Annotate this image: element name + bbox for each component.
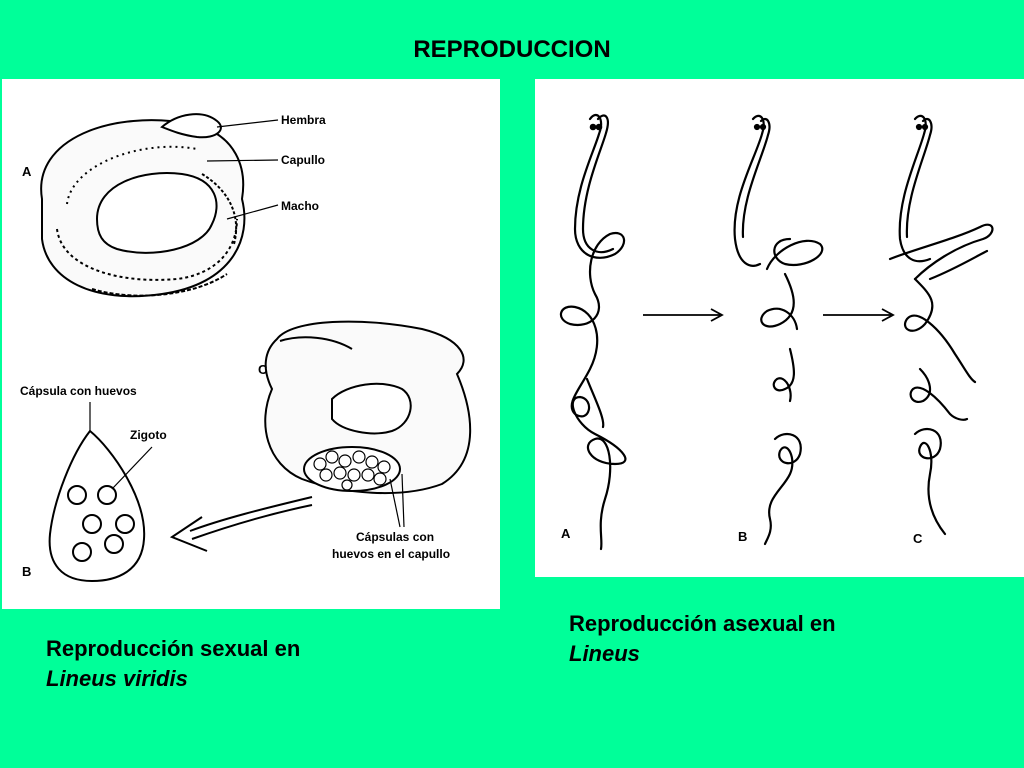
arrow-b-to-c — [823, 308, 895, 322]
figure-a-cocoon-drawing — [40, 113, 246, 298]
worm-b-drawing — [733, 114, 824, 546]
label-letter-b: B — [22, 564, 31, 579]
label-letter-c: C — [258, 362, 268, 377]
label-letter-b: B — [738, 529, 747, 544]
slide-title: REPRODUCCION — [413, 36, 611, 63]
asexual-reproduction-figure: A B C — [535, 79, 1024, 577]
figure-c-cocoon-drawing — [264, 320, 472, 495]
caption-sexual-reproduction: Reproducción sexual en Lineus viridis — [46, 634, 300, 694]
label-macho: Macho — [281, 199, 319, 213]
label-zigoto: Zigoto — [130, 428, 167, 442]
species-name-lineus-viridis: Lineus viridis — [46, 666, 188, 691]
sexual-reproduction-figure: Hembra Capullo Macho A C Cápsulas con hu… — [2, 79, 500, 609]
arrow-c-to-b — [169, 496, 313, 552]
caption-right-line2: Lineus — [569, 639, 836, 669]
caption-left-line2: Lineus viridis — [46, 664, 300, 694]
label-capsulas-line1: Cápsulas con — [356, 530, 434, 544]
worm-a-drawing — [559, 113, 627, 551]
label-letter-c: C — [913, 531, 923, 546]
egg-cluster — [67, 485, 135, 562]
label-hembra: Hembra — [281, 113, 326, 127]
label-letter-a: A — [561, 526, 571, 541]
figure-c-leader-lines — [389, 473, 405, 528]
figure-b-capsule-drawing — [48, 429, 146, 583]
figure-b-leader-lines — [89, 402, 153, 490]
label-capullo: Capullo — [281, 153, 325, 167]
sexual-reproduction-illustration: Hembra Capullo Macho A C Cápsulas con hu… — [20, 113, 472, 583]
worm-c-drawing — [888, 114, 994, 536]
label-letter-a: A — [22, 164, 32, 179]
caption-right-line1: Reproducción asexual en — [569, 611, 836, 636]
label-capsula-con-huevos: Cápsula con huevos — [20, 384, 137, 398]
caption-left-line1: Reproducción sexual en — [46, 636, 301, 661]
label-capsulas-line2: huevos en el capullo — [332, 547, 450, 561]
figure-a-leader-lines — [206, 119, 279, 220]
genus-name-lineus: Lineus — [569, 641, 640, 666]
capsules-cluster — [313, 450, 391, 491]
asexual-reproduction-illustration: A B C — [559, 113, 994, 551]
caption-asexual-reproduction: Reproducción asexual en Lineus — [569, 609, 836, 669]
arrow-a-to-b — [643, 308, 724, 322]
